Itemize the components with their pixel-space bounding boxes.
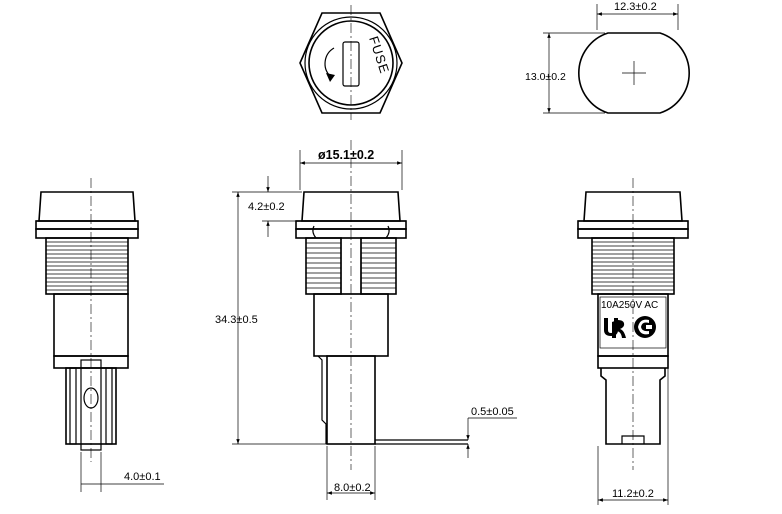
terminal-thickness-dim: 0.5±0.05 bbox=[471, 406, 514, 418]
top-view: FUSE bbox=[299, 5, 403, 120]
left-side-view: 4.0±0.1 bbox=[35, 178, 164, 492]
body-width-dim: 11.2±0.2 bbox=[612, 488, 654, 500]
terminal-spacing-dim: 8.0±0.2 bbox=[334, 482, 371, 494]
terminal-width-dim: 4.0±0.1 bbox=[124, 471, 161, 483]
head-height-dim: 13.0±0.2 bbox=[525, 71, 566, 83]
ur-mark-icon bbox=[604, 318, 626, 338]
fuse-cap-text: FUSE bbox=[366, 34, 392, 75]
diameter-dim: ø15.1±0.2 bbox=[318, 148, 374, 162]
right-side-view: 10A250V AC 11.2±0.2 bbox=[577, 178, 689, 505]
total-length-dim: 34.3±0.5 bbox=[215, 314, 258, 326]
head-view: 12.3±0.2 13.0±0.2 bbox=[525, 1, 690, 114]
head-height-dim: 4.2±0.2 bbox=[248, 201, 285, 213]
head-width-dim: 12.3±0.2 bbox=[614, 1, 657, 13]
rating-label: 10A250V AC bbox=[601, 300, 658, 311]
ce-mark-icon bbox=[634, 316, 656, 338]
front-view: ø15.1±0.2 4.2±0.2 34.3±0.5 0.5±0.05 8.0±… bbox=[215, 140, 517, 500]
